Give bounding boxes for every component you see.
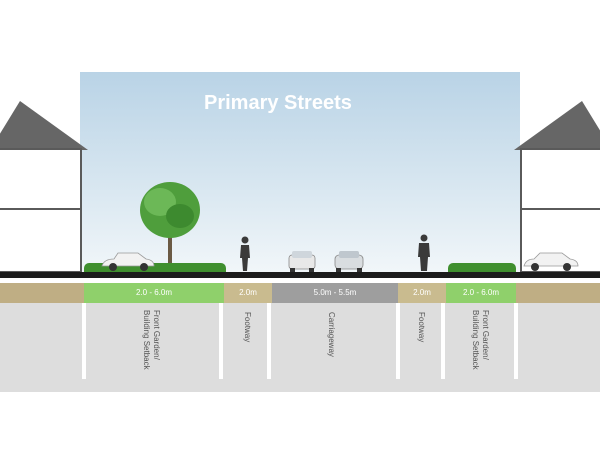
label-right-footway: Footway (417, 312, 426, 343)
pedestrian-icon-right (417, 234, 431, 272)
car-icon-parked-right (522, 250, 580, 272)
label-carriageway: Carriageway (327, 312, 336, 357)
divider (441, 303, 445, 379)
verge-band-left (0, 283, 84, 303)
section-column-right-verge (516, 303, 600, 378)
divider (82, 303, 86, 379)
divider (267, 303, 271, 379)
section-column-carriageway (272, 303, 398, 378)
carriageway-band: 5.0m - 5.5m (272, 283, 398, 303)
divider (514, 303, 518, 379)
tree-icon (136, 178, 204, 272)
section-column-left-verge (0, 303, 84, 378)
verge-band-right (516, 283, 600, 303)
garden-band-left: 2.0 - 6.0m (84, 283, 224, 303)
section-base (0, 378, 600, 392)
car-icon-front-right (333, 249, 365, 273)
label-right-garden: Front Garden/ Building Setback (471, 310, 490, 370)
sky-panel (80, 72, 520, 272)
section-column-right-garden (446, 303, 516, 378)
footway-band-left: 2.0m (224, 283, 272, 303)
divider (396, 303, 400, 379)
divider (219, 303, 223, 379)
page-title: Primary Streets (204, 92, 352, 114)
garden-band-right: 2.0 - 6.0m (446, 283, 516, 303)
car-icon-front-left (287, 249, 317, 273)
pedestrian-icon-left (238, 236, 252, 272)
hedge-icon-left (84, 263, 226, 273)
hedge-icon-right (448, 263, 516, 273)
label-left-garden: Front Garden/ Building Setback (142, 310, 161, 370)
section-column-right-footway (398, 303, 446, 378)
ground-line (0, 272, 600, 278)
section-column-left-garden (84, 303, 224, 378)
house-icon-right (512, 100, 600, 275)
label-left-footway: Footway (243, 312, 252, 343)
house-icon-left (0, 100, 90, 275)
footway-band-right: 2.0m (398, 283, 446, 303)
car-icon-parked-left (100, 250, 156, 272)
section-column-left-footway (224, 303, 272, 378)
